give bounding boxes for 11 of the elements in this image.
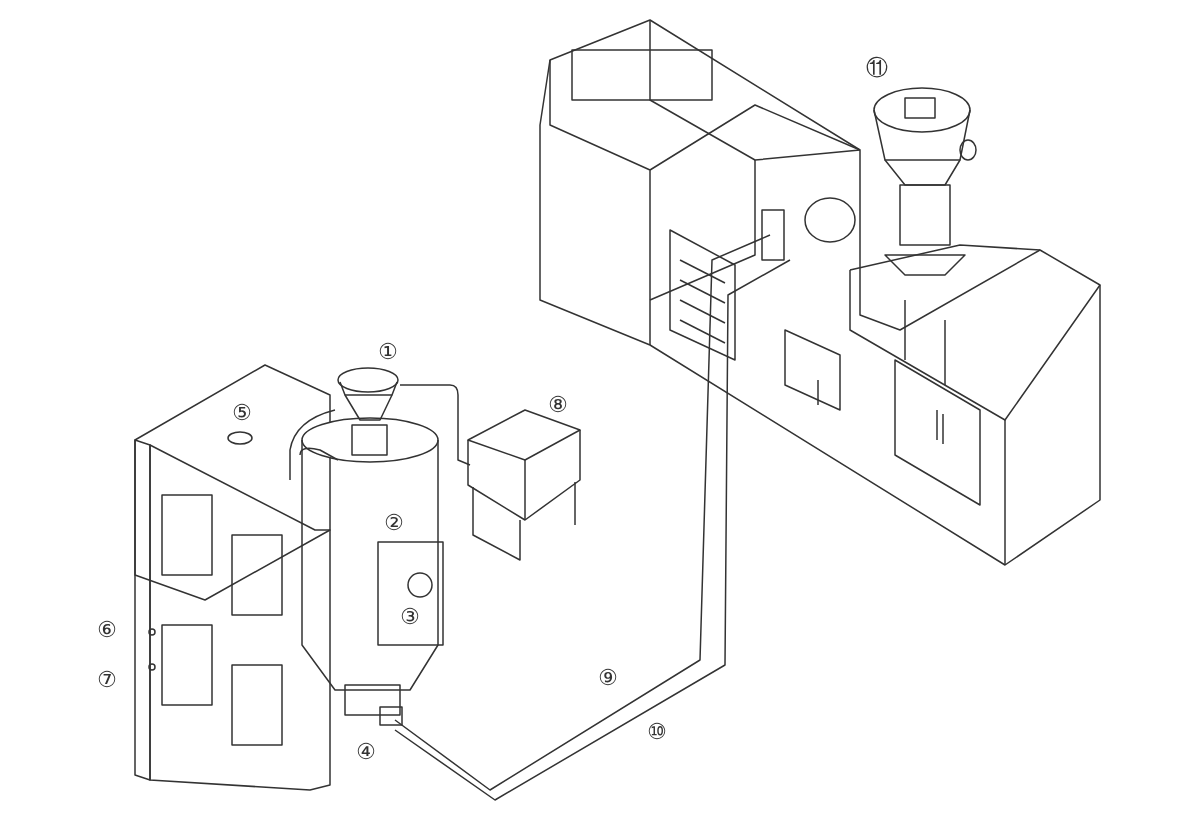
callout-number: ⑤ (232, 401, 252, 425)
callout-number: ⑦ (97, 668, 117, 692)
callout-number: ④ (356, 740, 376, 764)
callout-number: ⑧ (548, 393, 568, 417)
callout-number: ⑩ (647, 720, 667, 744)
callout-number: ⑥ (97, 618, 117, 642)
callout-number: ⑪ (866, 56, 888, 80)
callout-number: ① (378, 340, 398, 364)
callout-number: ⑨ (598, 666, 618, 690)
callout-number: ② (384, 511, 404, 535)
callout-number: ③ (400, 605, 420, 629)
